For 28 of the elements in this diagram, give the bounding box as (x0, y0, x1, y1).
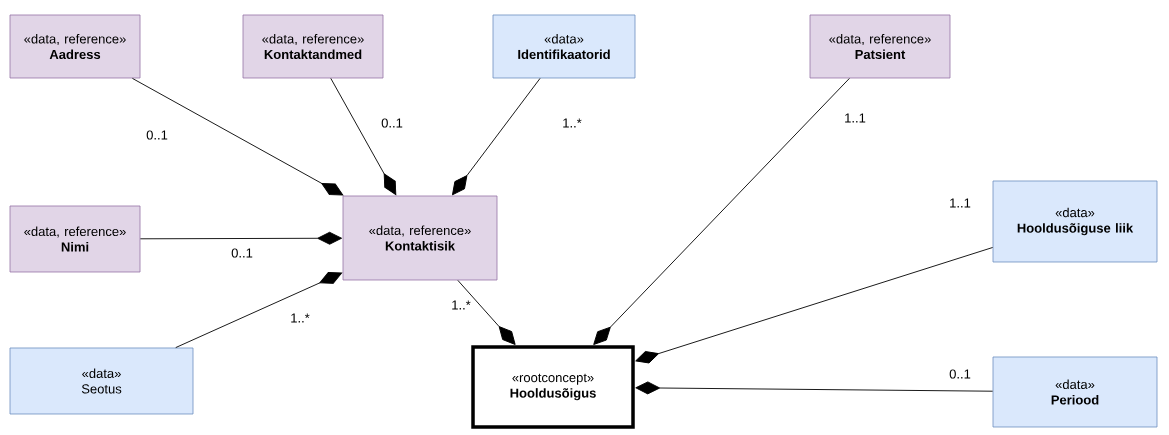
multiplicity-label: 0..1 (948, 368, 972, 380)
class-box: «data, reference» Patsient (809, 14, 951, 79)
composition-line (175, 272, 343, 349)
class-box: «data, reference» Aadress (9, 14, 141, 79)
composition-line (452, 77, 541, 196)
composition-line (593, 77, 850, 345)
composition-line (635, 381, 994, 395)
multiplicity-label: 1..1 (843, 112, 867, 124)
multiplicity-label: 1..* (289, 312, 311, 324)
class-box: «data» Seotus (9, 347, 194, 415)
class-box: «data, reference» Kontaktisik (342, 195, 498, 281)
class-box: «data» Periood (992, 356, 1158, 428)
composition-line (635, 247, 994, 364)
composition-line (330, 77, 397, 196)
class-box: «data» Hooldusõiguse liik (992, 180, 1158, 263)
composition-line (139, 231, 343, 245)
composition-line (457, 279, 516, 345)
multiplicity-label: 0..1 (380, 117, 404, 129)
class-box: «data, reference» Nimi (9, 205, 141, 273)
multiplicity-label: 1..* (561, 117, 583, 129)
multiplicity-label: 0..1 (230, 247, 254, 259)
multiplicity-label: 0..1 (145, 129, 169, 141)
class-box: «data» Identifikaatorid (492, 14, 636, 79)
class-box: «rootconcept» Hooldusõigus (471, 345, 635, 429)
class-box: «data, reference» Kontaktandmed (242, 14, 384, 79)
multiplicity-label: 1..* (450, 299, 472, 311)
multiplicity-label: 1..1 (948, 197, 972, 209)
composition-line (132, 77, 344, 196)
